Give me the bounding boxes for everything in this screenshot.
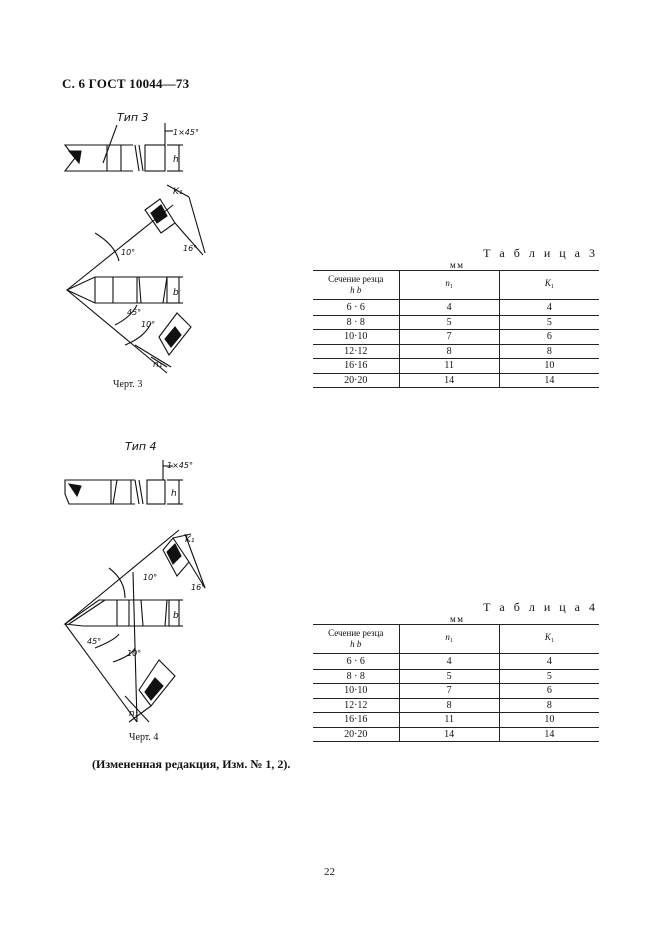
table-3-units: мм [450,260,465,270]
dim-h-label: h [171,489,177,499]
angle-10-label: 10° [127,649,141,658]
table-4-title: Т а б л и ц а 4 [483,600,598,614]
dim-k-label: K₁ [173,187,183,197]
col-header-n1: n1 [398,270,500,300]
drawing-type-3: Тип 3 1×45° h K₁ 16° 10° b 45° 10° n₁ [63,111,206,374]
table-3-title: Т а б л и ц а 3 [483,246,598,260]
angle-45-label: 45° [127,308,141,317]
figure-caption-3: Черт. 3 [113,379,143,390]
angle-16-label: 16° [183,244,197,253]
angle-10-label: 10° [141,320,155,329]
col-header-k1: K1 [498,624,599,654]
chamfer-label: 1×45° [173,128,199,137]
dim-n-label: n₁ [129,709,139,719]
col-header-k1: K1 [498,270,599,300]
dim-b-label: b [173,288,179,298]
type-label: Тип 3 [117,111,149,124]
figure-caption-4: Черт. 4 [129,732,159,743]
page-number: 22 [324,866,335,878]
angle-16-label: 16° [191,583,205,592]
dim-b-label: b [173,611,179,621]
dim-k-label: K₁ [185,535,195,545]
angle-10-label: 10° [143,573,157,582]
chamfer-label: 1×45° [167,461,193,470]
dim-n-label: n₁ [153,360,163,370]
page-header: С. 6 ГОСТ 10044—73 [62,76,190,91]
drawing-type-4: Тип 4 1×45° h K₁ 16° 10° b 45° 10° n₁ [63,440,206,723]
angle-10-label: 10° [121,248,135,257]
amendment-note: (Измененная редакция, Изм. № 1, 2). [92,757,291,771]
col-header-n1: n1 [398,624,500,654]
angle-45-label: 45° [87,637,101,646]
dim-h-label: h [173,155,179,165]
table-4-units: мм [450,614,465,624]
type-label: Тип 4 [125,440,157,453]
